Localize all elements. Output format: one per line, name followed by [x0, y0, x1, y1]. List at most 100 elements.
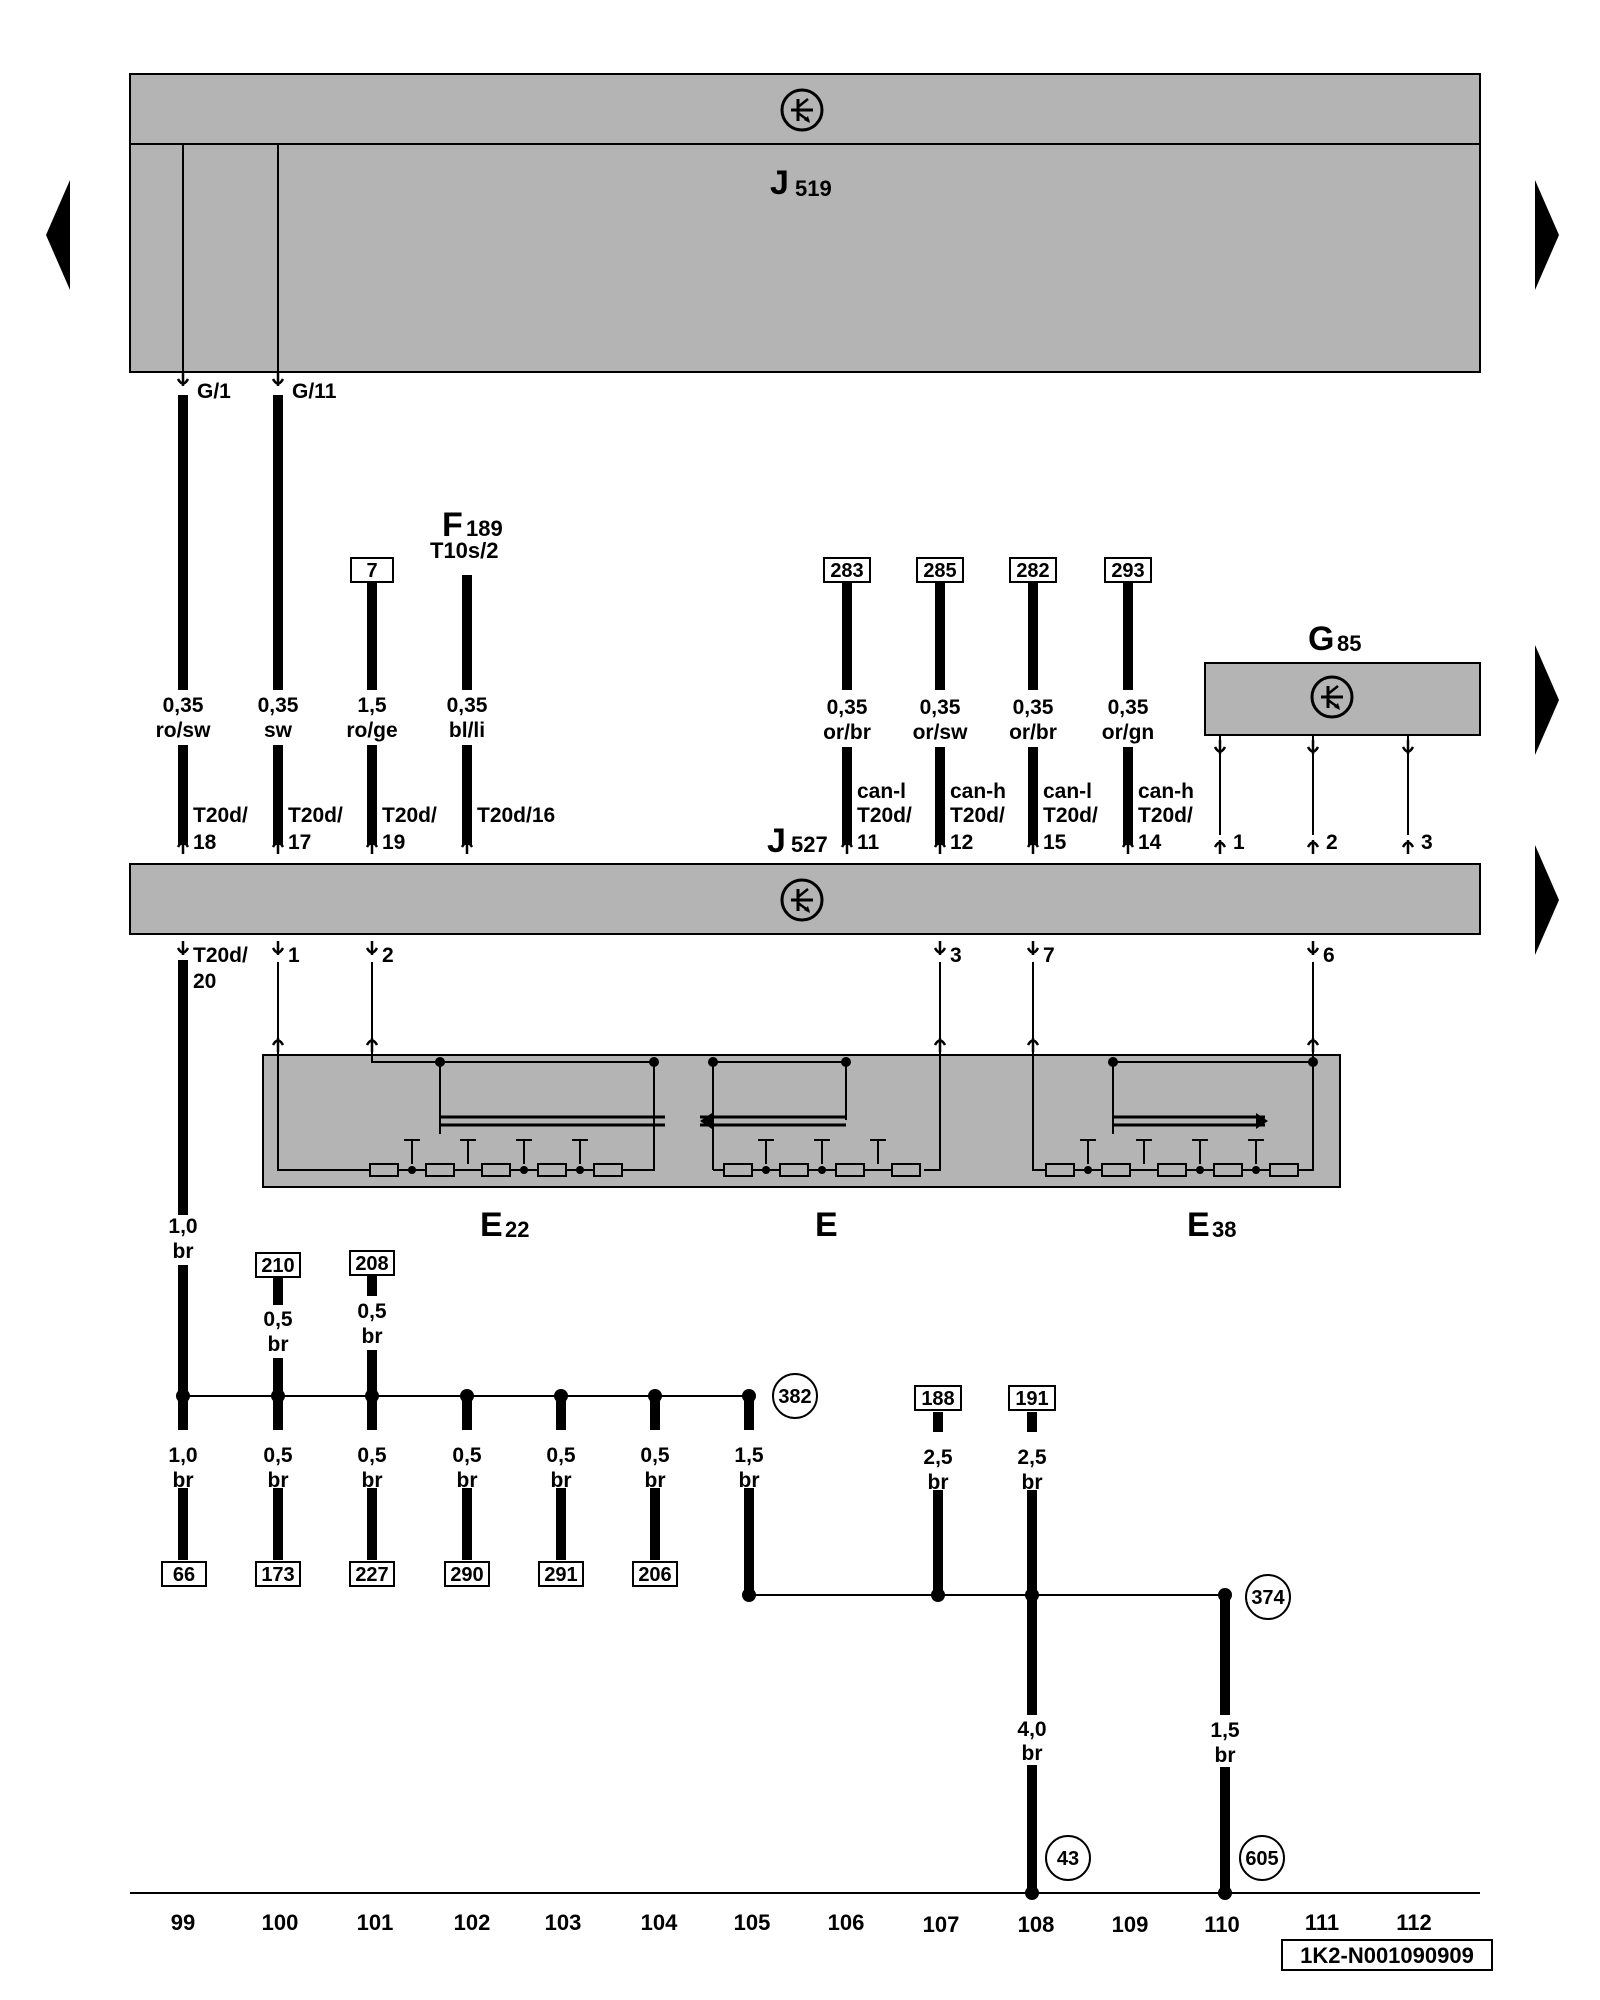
- wire-color: br: [173, 1469, 194, 1492]
- e22-letter: E: [480, 1206, 503, 1244]
- wire-color: br: [551, 1469, 572, 1492]
- circle-ref[interactable]: 43: [1057, 1848, 1079, 1870]
- pin-label: T20d/: [1043, 804, 1098, 827]
- wire-size: 1,0: [168, 1444, 197, 1467]
- wire-color: or/gn: [1102, 721, 1155, 744]
- wire-size: 0,5: [357, 1300, 387, 1323]
- wire-color: or/br: [1009, 721, 1057, 744]
- wire-color: or/sw: [913, 721, 969, 744]
- steering-wheel-switch-panel: [262, 1048, 1341, 1188]
- column-number: 102: [454, 1910, 491, 1935]
- wire-color: br: [173, 1240, 194, 1263]
- e22-sub: 22: [505, 1217, 529, 1242]
- pin-label: T20d/: [193, 804, 248, 827]
- f189-sub: 189: [466, 516, 503, 541]
- column-number: 104: [641, 1910, 678, 1935]
- column-number: 103: [545, 1910, 582, 1935]
- wire-size: 1,5: [357, 694, 387, 717]
- nav-left-arrow-icon[interactable]: [46, 180, 70, 290]
- wire-size: 4,0: [1017, 1718, 1046, 1741]
- wire-color: ro/ge: [346, 719, 397, 742]
- wire-size: 0,35: [163, 694, 204, 717]
- ref-box[interactable]: 66: [173, 1564, 195, 1586]
- g85-sub: 85: [1337, 631, 1361, 656]
- ref-box[interactable]: 188: [921, 1388, 954, 1410]
- column-number: 100: [262, 1910, 299, 1935]
- pin-label: T20d/: [288, 804, 343, 827]
- pin-label: T20d/: [950, 804, 1005, 827]
- wire-size: 2,5: [923, 1446, 953, 1469]
- wire-size: 0,5: [452, 1444, 482, 1467]
- column-number: 108: [1018, 1912, 1055, 1937]
- pin-label: 17: [288, 831, 311, 854]
- wire-size: 0,35: [1013, 696, 1054, 719]
- ref-box[interactable]: 282: [1016, 560, 1049, 582]
- wire-size: 0,35: [447, 694, 488, 717]
- pin-label: 3: [1421, 831, 1433, 854]
- j527-module: J 527: [129, 822, 1481, 935]
- ref-box[interactable]: 291: [544, 1564, 577, 1586]
- wire-size: 1,5: [1210, 1719, 1240, 1742]
- ref-box[interactable]: 210: [261, 1255, 294, 1277]
- nav-right-arrow-icon[interactable]: [1535, 180, 1559, 290]
- pin-label: T20d/16: [477, 804, 555, 827]
- ref-box[interactable]: 293: [1111, 560, 1144, 582]
- ref-box[interactable]: 191: [1015, 1388, 1048, 1410]
- wire-size: 1,0: [168, 1215, 197, 1238]
- circle-ref[interactable]: 374: [1251, 1587, 1285, 1609]
- j527-sub: 527: [791, 832, 828, 857]
- wire-color: ro/sw: [156, 719, 212, 742]
- wire-color: br: [1022, 1742, 1043, 1765]
- diagram-code: 1K2-N001090909: [1300, 1943, 1474, 1968]
- pin-label: T20d/: [857, 804, 912, 827]
- circle-ref[interactable]: 382: [778, 1386, 811, 1408]
- e38-sub: 38: [1212, 1217, 1236, 1242]
- pin-label: T20d/: [382, 804, 437, 827]
- ref-box[interactable]: 206: [638, 1564, 671, 1586]
- wire-color: br: [1215, 1744, 1236, 1767]
- wire-size: 0,35: [920, 696, 961, 719]
- wire-size: 2,5: [1017, 1446, 1047, 1469]
- g85-module: G 85: [1204, 620, 1481, 736]
- wire-size: 1,5: [734, 1444, 764, 1467]
- column-numbers: 99 100 101 102 103 104 105 106 107 108 1…: [171, 1910, 1432, 1937]
- ref-box[interactable]: 7: [366, 560, 377, 582]
- j519-pin-label: G/1: [197, 380, 231, 403]
- e38-letter: E: [1187, 1206, 1210, 1244]
- ref-box[interactable]: 283: [830, 560, 863, 582]
- ref-box[interactable]: 208: [355, 1253, 388, 1275]
- pin-label: 15: [1043, 831, 1067, 854]
- bus-label: can-h: [1138, 780, 1194, 803]
- pin-label: 3: [950, 944, 962, 967]
- pin-label: T20d/: [1138, 804, 1193, 827]
- pin-label: 2: [382, 944, 394, 967]
- column-number: 111: [1305, 1910, 1339, 1935]
- ref-box[interactable]: 285: [923, 560, 956, 582]
- wire-color: br: [645, 1469, 666, 1492]
- g85-letter: G: [1308, 620, 1334, 658]
- column-number: 101: [357, 1910, 394, 1935]
- j519-module: J 519: [129, 73, 1481, 373]
- wire-size: 0,5: [357, 1444, 387, 1467]
- pin-label: 18: [193, 831, 217, 854]
- nav-right-arrow-icon[interactable]: [1535, 845, 1559, 955]
- wire-size: 0,35: [827, 696, 868, 719]
- wire-color: bl/li: [449, 719, 485, 742]
- pin-label: 7: [1043, 944, 1055, 967]
- j527-letter: J: [767, 822, 786, 860]
- circle-ref[interactable]: 605: [1245, 1848, 1278, 1870]
- column-number: 112: [1396, 1910, 1432, 1935]
- wire-size: 0,35: [1108, 696, 1149, 719]
- ref-box[interactable]: 173: [261, 1564, 294, 1586]
- wire-size: 0,35: [258, 694, 299, 717]
- ref-box[interactable]: 290: [450, 1564, 483, 1586]
- diagram-code-box: [1281, 1939, 1493, 1971]
- pin-label: 19: [382, 831, 405, 854]
- wire-size: 0,5: [640, 1444, 670, 1467]
- pin-label: 20: [193, 970, 216, 993]
- pin-label: 6: [1323, 944, 1335, 967]
- nav-right-arrow-icon[interactable]: [1535, 645, 1559, 755]
- ref-box[interactable]: 227: [355, 1564, 388, 1586]
- wire-color: br: [739, 1469, 760, 1492]
- column-number: 106: [828, 1910, 865, 1935]
